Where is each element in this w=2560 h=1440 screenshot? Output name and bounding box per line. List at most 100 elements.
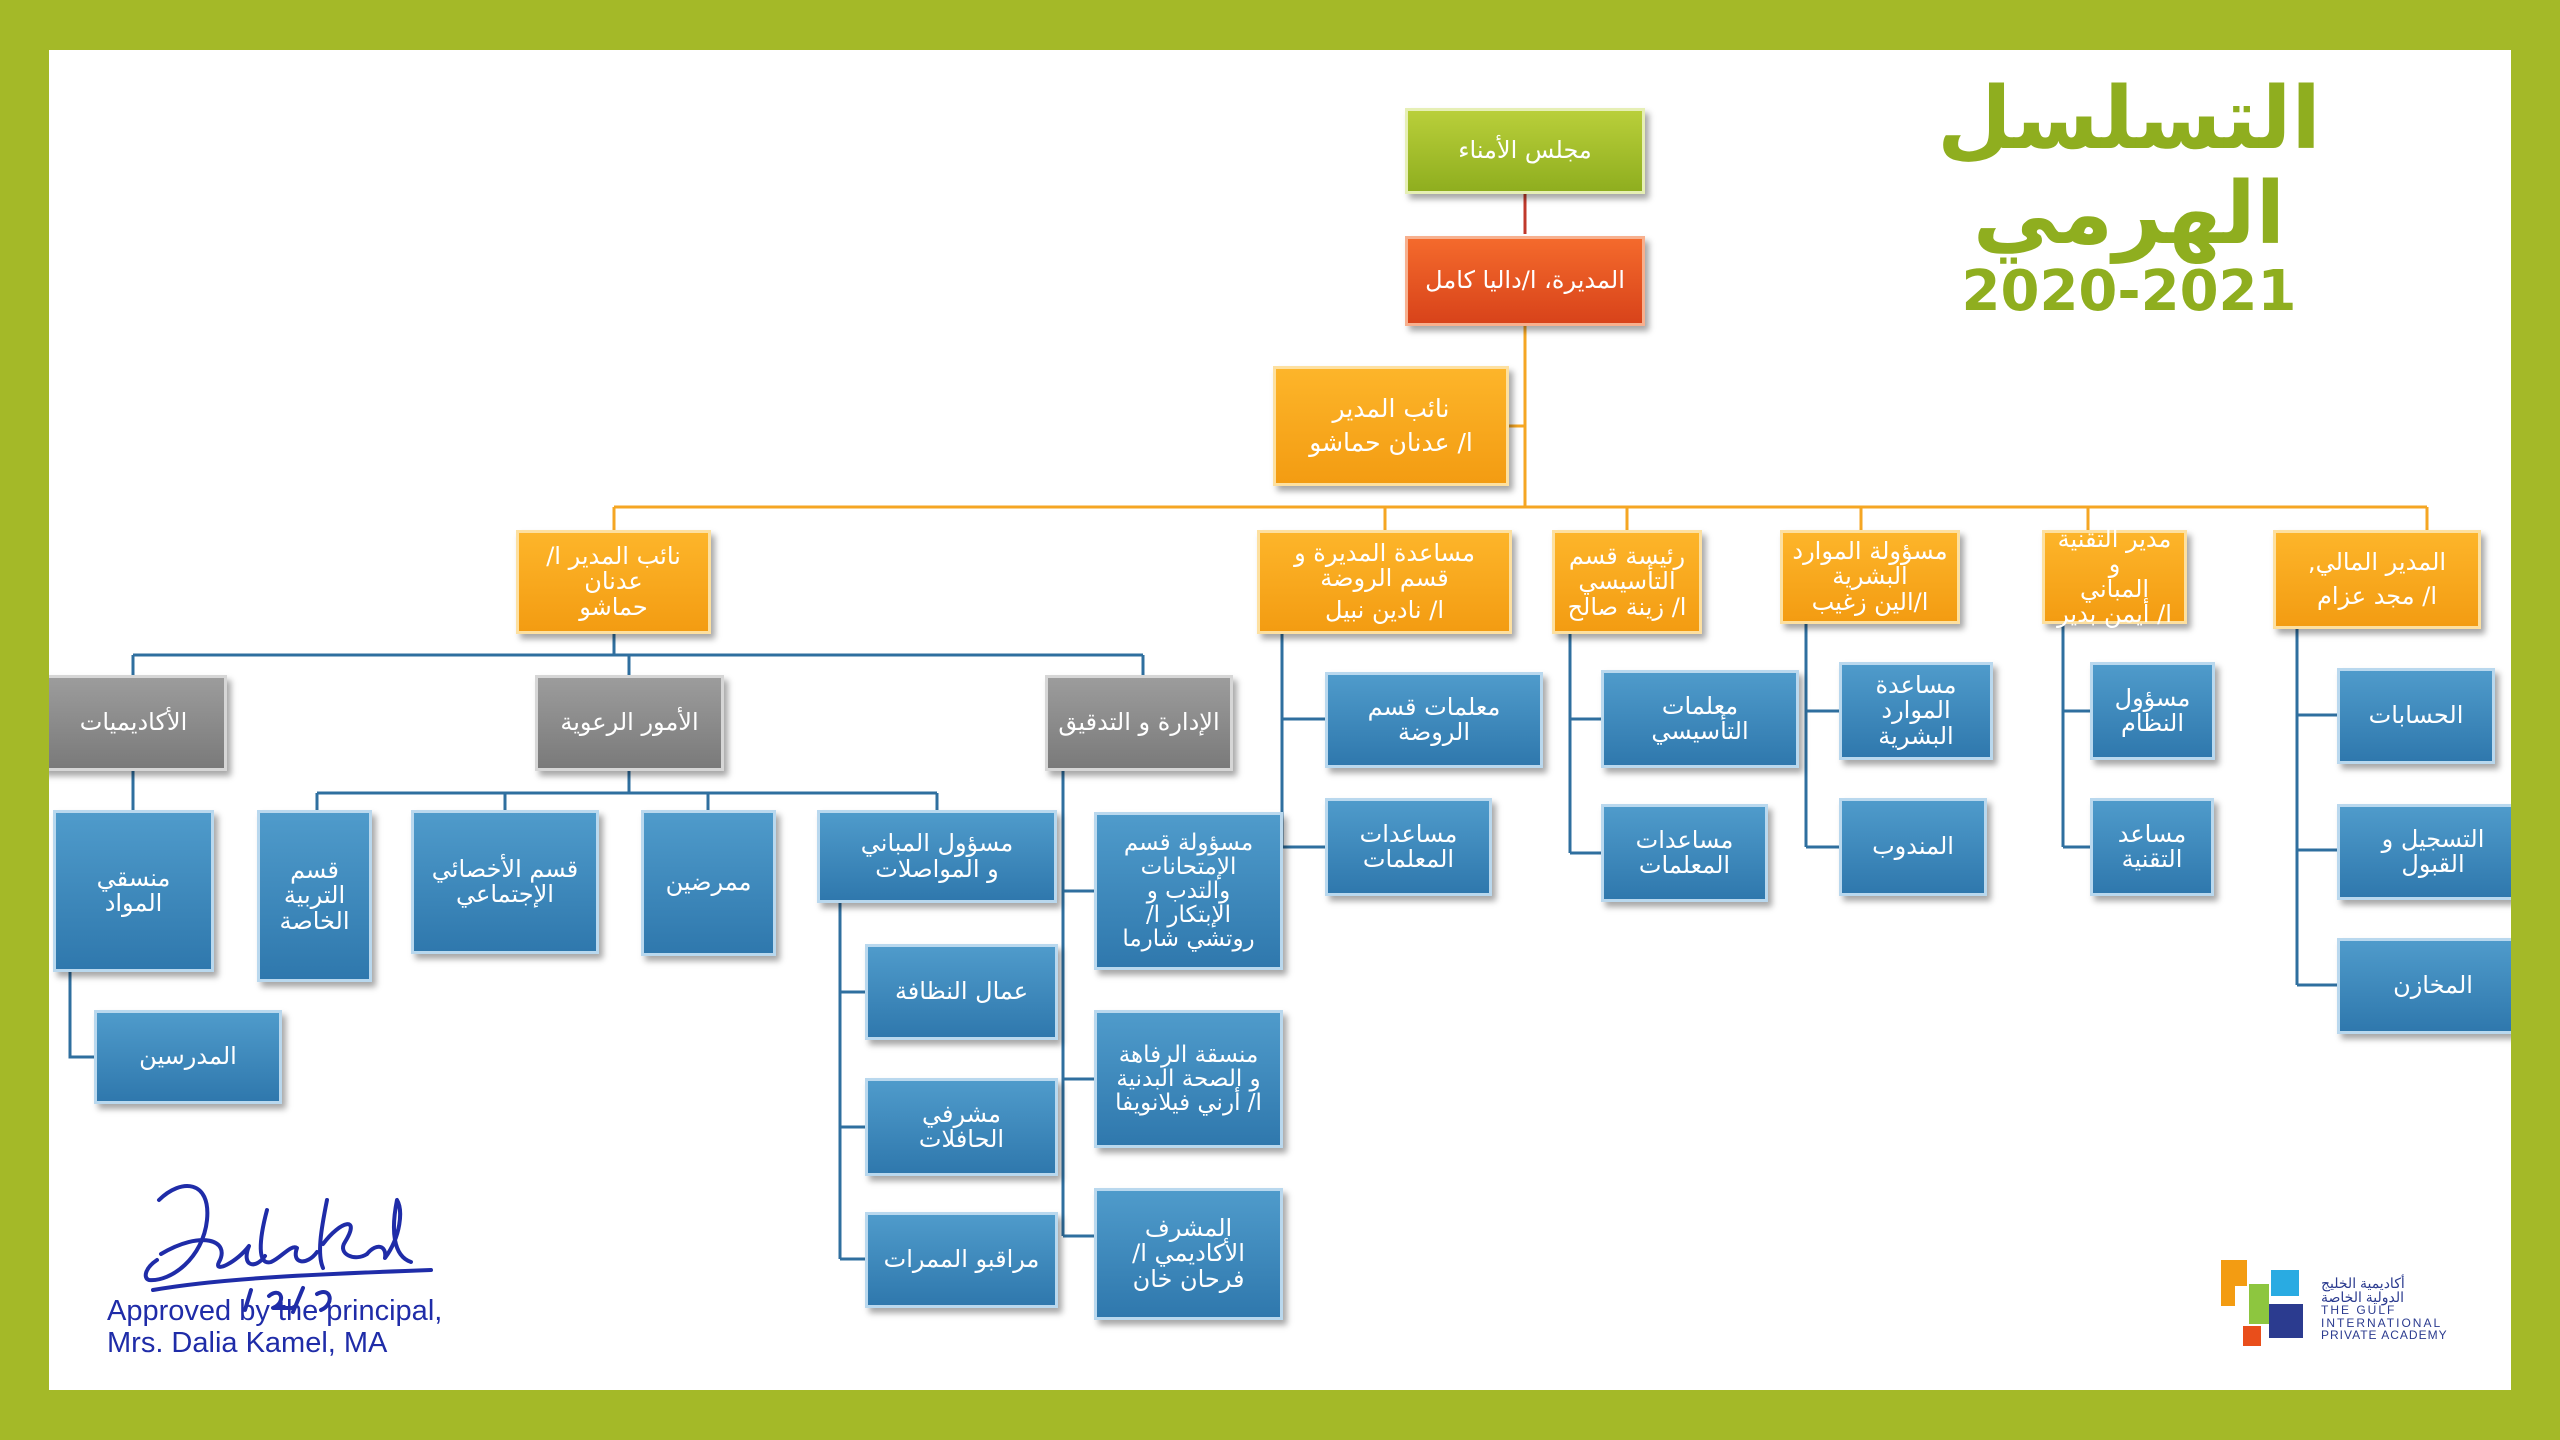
logo-english-line-2: INTERNATIONAL (2321, 1315, 2443, 1330)
academy-logo: أكاديمية الخليج الدولية الخاصة THE GULF … (2219, 1254, 2479, 1364)
vice-principal-top-box: نائب المدير ا/ عدنان حماشو (1273, 366, 1509, 486)
accounts-box: الحسابات (2337, 668, 2495, 764)
it-director-line-3: ا/ أيمن بدير (2057, 600, 2172, 629)
principal-signature (143, 1184, 433, 1314)
foundation-teachers-box: معلمات التأسيسي (1601, 670, 1799, 768)
it-director-box: مدير التقنية و المباني ا/ أيمن بدير (2042, 524, 2187, 629)
exams-line-2: الإمتحانات (1140, 853, 1237, 880)
academy-logo-icon (2221, 1260, 2303, 1346)
approval-line-2: Mrs. Dalia Kamel, MA (107, 1326, 388, 1359)
board-of-trustees-box: مجلس الأمناء (1405, 108, 1645, 194)
chart-title: التسلسل الهرمي 2020-2021 (1769, 72, 2489, 323)
bus-supervisors-line-2: الحافلات (918, 1125, 1005, 1153)
vice-top-line-1: نائب المدير (1332, 393, 1450, 423)
approval-note: Approved by the principal, Mrs. Dalia Ka… (107, 1295, 442, 1360)
accounts-label: الحسابات (2368, 701, 2464, 730)
wellbeing-line-1: منسقة الرفاهة (1118, 1041, 1259, 1068)
wellbeing-coordinator-box: منسقة الرفاهة و الصحة البدنية ا/ أرني في… (1094, 1010, 1283, 1148)
exams-line-4: الإبتكار ا/ (1145, 902, 1232, 929)
foundation-assistants-line-2: المعلمات (1638, 851, 1731, 879)
hr-assistant-box: مساعدة الموارد البشرية (1839, 662, 1993, 760)
logo-english-line-1: THE GULF (2321, 1303, 2397, 1317)
corridor-monitors-box: مراقبو الممرات (865, 1212, 1058, 1308)
connector-kg (1280, 634, 1325, 849)
bus-supervisors-line-1: مشرفي (922, 1099, 1001, 1128)
kg-assistant-line-3: ا/ نادين نبيل (1325, 595, 1444, 624)
principal-box: المديرة، ا/داليا كامل (1405, 236, 1645, 326)
subject-coord-line-2: المواد (104, 889, 163, 917)
connector-academics (68, 771, 135, 1059)
academic-supervisor-line-3: فرحان خان (1132, 1264, 1245, 1293)
nurses-label: ممرضين (665, 868, 752, 897)
hr-officer-box: مسؤولة الموارد البشرية ا/الين زغيب (1780, 530, 1960, 624)
academic-supervisor-line-2: الأكاديمي ا/ (1132, 1239, 1245, 1268)
title-arabic: التسلسل الهرمي (1937, 69, 2321, 264)
kg-teachers-line-1: معلمات قسم (1367, 692, 1501, 721)
tech-assistant-box: مساعد التقنية (2090, 798, 2214, 896)
kg-assistants-line-2: المعلمات (1362, 845, 1455, 873)
vice-left-line-1: نائب المدير ا/عدنان (546, 542, 681, 596)
vice-principal-left-box: نائب المدير ا/عدنان حماشو (516, 530, 711, 634)
academics-box: الأكاديميات (49, 675, 227, 771)
buildings-line-2: و المواصلات (875, 854, 999, 883)
foundation-assistants-box: مساعدات المعلمات (1601, 804, 1768, 902)
corridor-monitors-label: مراقبو الممرات (883, 1245, 1040, 1274)
exams-innovation-box: مسؤولة قسم الإمتحانات والتدب و الإبتكار … (1094, 812, 1283, 970)
tech-assistant-line-2: التقنية (2121, 845, 2183, 873)
social-worker-line-1: قسم الأخصائي (431, 854, 579, 883)
admissions-line-2: القبول (2401, 850, 2465, 878)
connector-hr (1804, 624, 1839, 849)
vice-left-line-2: حماشو (579, 592, 648, 621)
special-ed-line-1: قسم (290, 856, 339, 885)
connector-lines (68, 192, 2429, 1261)
wellbeing-line-2: و الصحة البدنية (1116, 1065, 1261, 1092)
org-chart-canvas: التسلسل الهرمي 2020-2021 مجلس الأمناء ال… (49, 50, 2511, 1390)
subject-coordinators-box: منسقي المواد (53, 810, 214, 972)
academic-supervisor-box: المشرف الأكاديمي ا/ فرحان خان (1094, 1188, 1283, 1320)
exams-line-3: والتدب و (1146, 877, 1231, 904)
principal-label: المديرة، ا/داليا كامل (1425, 266, 1625, 295)
teachers-label: المدرسين (139, 1042, 237, 1071)
foundation-head-line-3: ا/ زينة صالح (1567, 592, 1687, 621)
hr-assistant-line-2: الموارد (1881, 696, 1951, 725)
teachers-box: المدرسين (94, 1010, 282, 1104)
academic-supervisor-line-1: المشرف (1144, 1214, 1233, 1243)
foundation-head-box: رئيسة قسم التأسيسي ا/ زينة صالح (1552, 530, 1702, 634)
representative-label: المندوب (1872, 832, 1954, 861)
foundation-head-line-1: رئيسة قسم (1568, 542, 1686, 571)
bus-supervisors-box: مشرفي الحافلات (865, 1078, 1058, 1176)
admissions-box: التسجيل و القبول (2337, 804, 2511, 900)
academy-logo-text: أكاديمية الخليج الدولية الخاصة THE GULF … (2321, 1276, 2471, 1342)
special-education-box: قسم التربية الخاصة (257, 810, 372, 982)
admin-audit-label: الإدارة و التدقيق (1058, 708, 1220, 737)
stores-label: المخازن (2393, 971, 2473, 1000)
it-director-line-2: المباني (2079, 575, 2150, 603)
connector-foundation (1568, 634, 1601, 855)
cleaners-label: عمال النظافة (894, 977, 1029, 1006)
connector-vice-left-sections (131, 634, 1145, 677)
kg-assistants-line-1: مساعدات (1359, 819, 1458, 848)
sysadmin-box: مسؤول النظام (2090, 662, 2215, 760)
board-label: مجلس الأمناء (1458, 136, 1592, 165)
hr-officer-line-3: ا/الين زغيب (1811, 587, 1929, 616)
nurses-box: ممرضين (641, 810, 776, 956)
foundation-assistants-line-1: مساعدات (1635, 825, 1734, 854)
finance-director-box: المدير المالي, ا/ مجد عزام (2273, 530, 2481, 629)
wellbeing-line-3: ا/ أرني فيلانويفا (1115, 1090, 1262, 1117)
title-year: 2020-2021 (1961, 259, 2297, 325)
cleaners-box: عمال النظافة (865, 944, 1058, 1040)
sysadmin-line-1: مسؤول (2114, 683, 2191, 712)
connector-it (2061, 624, 2090, 849)
it-director-line-1: مدير التقنية و (2057, 524, 2172, 578)
kg-assistants-box: مساعدات المعلمات (1325, 798, 1492, 896)
connector-admin-audit (1061, 771, 1094, 1238)
exams-line-5: روتشي شارما (1122, 926, 1255, 953)
tech-assistant-line-1: مساعد (2117, 819, 2187, 848)
connector-buildings (838, 903, 865, 1261)
stores-box: المخازن (2337, 938, 2511, 1034)
representative-box: المندوب (1839, 798, 1987, 896)
foundation-teachers-line-1: معلمات (1661, 691, 1739, 720)
hr-assistant-line-1: مساعدة (1875, 671, 1957, 700)
buildings-line-1: مسؤول المباني (860, 829, 1014, 858)
logo-english-line-3: PRIVATE ACADEMY (2321, 1328, 2448, 1343)
